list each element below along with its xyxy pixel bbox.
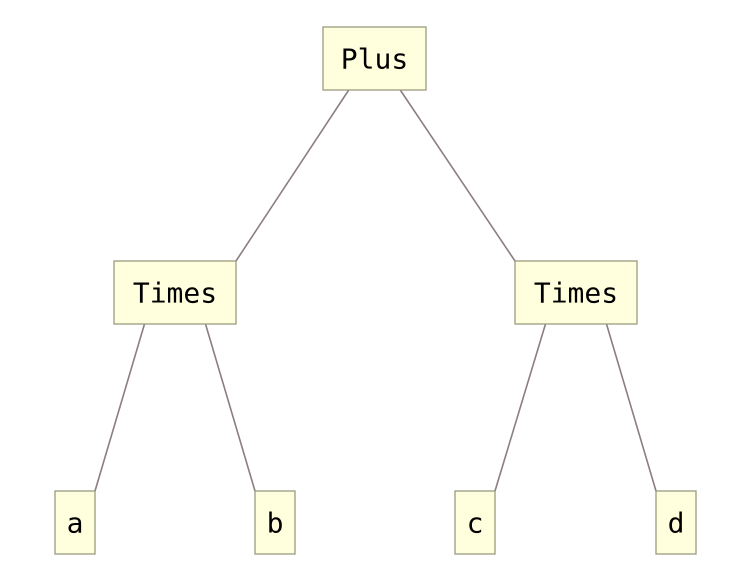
node-times-right: Times	[514, 260, 638, 325]
node-leaf-a: a	[54, 490, 96, 555]
node-leaf-c-label: c	[467, 507, 484, 540]
node-times-left-box	[113, 260, 237, 325]
edge-times-right-to-leaf-c	[494, 323, 547, 492]
node-leaf-b-label: b	[267, 507, 284, 540]
node-plus: Plus	[322, 26, 427, 91]
node-leaf-d: d	[655, 490, 697, 555]
node-leaf-b: b	[254, 490, 296, 555]
tree-nodes: Plus Times Times a b c d	[54, 26, 697, 555]
node-times-right-box	[514, 260, 638, 325]
node-leaf-b-box	[254, 490, 296, 555]
tree-edges	[94, 89, 657, 492]
node-leaf-d-label: d	[668, 507, 685, 540]
node-leaf-a-box	[54, 490, 96, 555]
node-leaf-d-box	[655, 490, 697, 555]
node-times-left: Times	[113, 260, 237, 325]
node-times-right-label: Times	[534, 277, 618, 310]
edge-plus-to-times-right	[399, 89, 516, 262]
edge-times-right-to-leaf-d	[605, 323, 657, 492]
edge-times-left-to-leaf-b	[204, 323, 256, 492]
edge-times-left-to-leaf-a	[94, 323, 146, 492]
node-plus-label: Plus	[341, 43, 408, 76]
node-leaf-c-box	[454, 490, 496, 555]
node-leaf-c: c	[454, 490, 496, 555]
node-plus-box	[322, 26, 427, 91]
node-leaf-a-label: a	[67, 507, 84, 540]
node-times-left-label: Times	[133, 277, 217, 310]
edge-plus-to-times-left	[235, 89, 350, 262]
